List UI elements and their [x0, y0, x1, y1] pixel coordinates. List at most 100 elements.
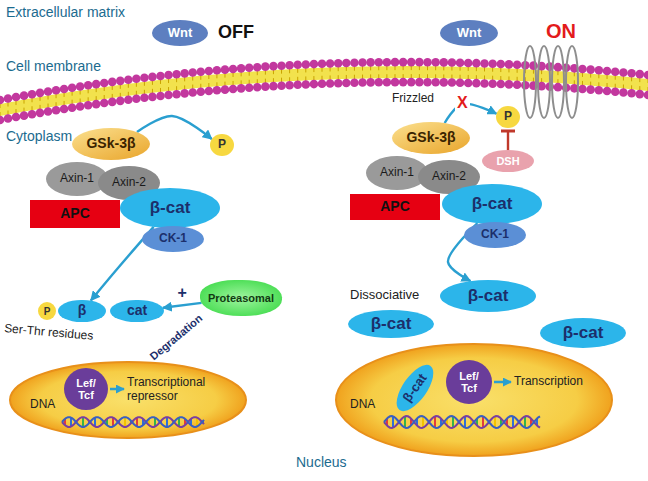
lipid-head [60, 85, 69, 94]
beta-catenin-oval: β-cat [440, 280, 536, 312]
transcription-arrow [494, 381, 511, 384]
dna-rung [482, 416, 484, 427]
lipid-head [172, 70, 181, 79]
lipid-head [439, 78, 448, 87]
frizzled-loop [552, 46, 564, 118]
lipid-head [423, 78, 432, 87]
lipid-head [318, 79, 327, 88]
lipid-head [407, 58, 416, 67]
lipid-head [399, 78, 408, 87]
beta-catenin-oval: β-cat [540, 318, 626, 348]
lipid-head [108, 78, 117, 87]
lipid-head [342, 79, 351, 88]
lipid-head [505, 60, 514, 69]
lipid-head [108, 98, 117, 107]
lipid-head [76, 102, 85, 111]
node-text: APC [380, 199, 410, 214]
node-text: APC [60, 206, 90, 221]
lipid-head [619, 88, 628, 97]
dna-rung [494, 416, 496, 427]
lipid-head [188, 88, 197, 97]
lipid-head [644, 71, 648, 80]
lipid-head [374, 58, 383, 67]
lipid-head [383, 58, 392, 67]
lipid-head [627, 89, 636, 98]
kinase-oval: CK-1 [464, 222, 526, 248]
node-text: Lef/ Tcf [455, 370, 483, 394]
text-label: DNA [30, 398, 55, 412]
lipid-head [407, 78, 416, 87]
dna-rung [452, 416, 454, 427]
lipid-head [132, 74, 141, 83]
edge-label: + [178, 284, 187, 302]
frizzled-loop [566, 46, 578, 118]
lipid-head [431, 78, 440, 87]
lipid-head [253, 63, 262, 72]
dna-rung [464, 416, 466, 427]
transcription-factor: Lef/ Tcf [64, 368, 108, 410]
lipid-head [237, 84, 246, 93]
lipid-head [513, 81, 522, 90]
lipid-head [12, 113, 21, 122]
lipid-head [44, 107, 53, 116]
lipid-head [221, 85, 230, 94]
lipid-head [342, 59, 351, 68]
lipid-head [237, 64, 246, 73]
signal-arrow [445, 104, 497, 123]
lipid-head [172, 90, 181, 99]
lipid-head [611, 67, 620, 76]
lipid-head [350, 58, 359, 67]
node-text: β-cat [371, 315, 412, 334]
lipid-head [448, 58, 457, 67]
dna-rung [512, 416, 514, 427]
lipid-head [180, 69, 189, 78]
text-label: Extracellular matrix [6, 4, 125, 20]
dna-helix [62, 417, 204, 427]
text-label: Frizzled [392, 92, 434, 106]
dna-strand [62, 417, 204, 427]
frizzled-loop [538, 46, 550, 118]
lipid-head [415, 78, 424, 87]
node-text: P [44, 306, 51, 317]
lipid-head [554, 63, 563, 72]
lipid-head [318, 59, 327, 68]
lipid-head [261, 62, 270, 71]
beta-catenin-fragment: cat [110, 300, 164, 323]
lipid-head [84, 101, 93, 110]
dna-rung [166, 417, 168, 427]
node-text: β-cat [472, 195, 513, 214]
text-label: Transcription [514, 375, 583, 389]
lipid-head [374, 78, 383, 87]
lipid-head [148, 93, 157, 102]
lipid-head [60, 105, 69, 114]
lipid-head [116, 97, 125, 106]
lipid-head [472, 59, 481, 68]
lipid-head [28, 110, 37, 119]
inhibition-line [507, 131, 509, 150]
node-text: P [504, 110, 512, 123]
lipid-head [245, 83, 254, 92]
lipid-head [611, 87, 620, 96]
phosphate-circle: P [496, 106, 520, 128]
lipid-head [513, 61, 522, 70]
node-text: Axin-2 [432, 170, 466, 183]
lipid-head [196, 87, 205, 96]
lipid-head [399, 58, 408, 67]
lipid-head [188, 68, 197, 77]
lipid-head [456, 78, 465, 87]
lipid-head [52, 106, 61, 115]
lipid-head [36, 109, 45, 118]
dna-rung [434, 416, 436, 427]
lipid-head [213, 86, 222, 95]
proteasome-blob: Proteasomal [200, 280, 282, 316]
lipid-head [20, 111, 29, 120]
lipid-head [0, 116, 4, 125]
lipid-head [578, 65, 587, 74]
lipid-head [448, 78, 457, 87]
frizzled-loop [524, 46, 536, 118]
text-label: Cell membrane [6, 58, 101, 74]
lipid-head [124, 76, 133, 85]
lipid-head [464, 79, 473, 88]
lipid-head [627, 69, 636, 78]
node-text: CK-1 [481, 228, 509, 241]
